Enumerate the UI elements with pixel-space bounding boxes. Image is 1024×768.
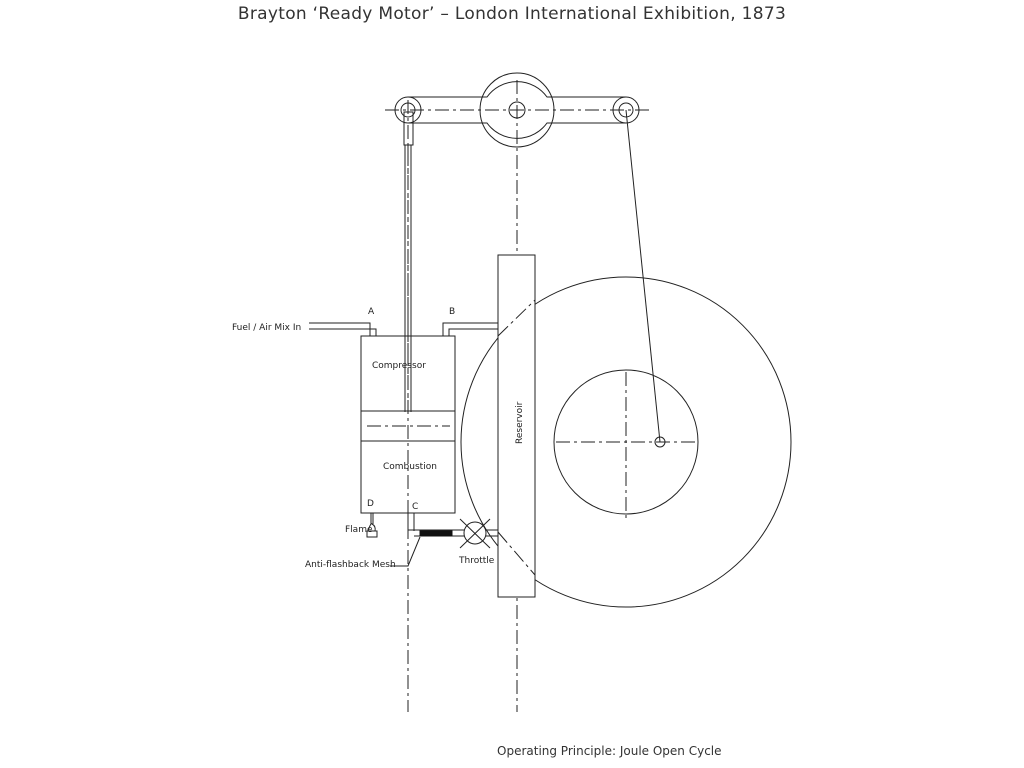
- walking-beam: [394, 72, 640, 148]
- mesh-leader-line: [390, 536, 421, 567]
- flame-label: Flame: [345, 525, 373, 535]
- throttle-label: Throttle: [458, 556, 495, 566]
- label-point-d: D: [367, 499, 374, 509]
- flywheel: [460, 276, 792, 608]
- diagram-caption: Operating Principle: Joule Open Cycle: [497, 744, 722, 758]
- reservoir-label: Reservoir: [515, 401, 525, 444]
- label-point-c: C: [412, 502, 418, 512]
- label-point-a: A: [368, 307, 375, 317]
- compressor-label: Compressor: [372, 361, 426, 371]
- reservoir-tank: [497, 254, 536, 598]
- label-point-b: B: [449, 307, 455, 317]
- mesh-label: Anti-flashback Mesh: [305, 560, 396, 570]
- combustion-label: Combustion: [383, 462, 437, 472]
- piston-rod: [403, 111, 414, 412]
- fuel-inlet-pipe: [309, 322, 377, 336]
- flame-nozzle: [366, 513, 378, 538]
- anti-flashback-mesh: [419, 530, 453, 537]
- crank-pin: [654, 436, 666, 448]
- diagram-title: Brayton ‘Ready Motor’ – London Internati…: [237, 4, 787, 24]
- compressor-outlet-pipe: [442, 322, 498, 336]
- connecting-rod: [625, 109, 661, 443]
- fuel-inlet-label: Fuel / Air Mix In: [232, 323, 301, 333]
- throttle-valve: [459, 518, 491, 549]
- piston: [360, 410, 456, 442]
